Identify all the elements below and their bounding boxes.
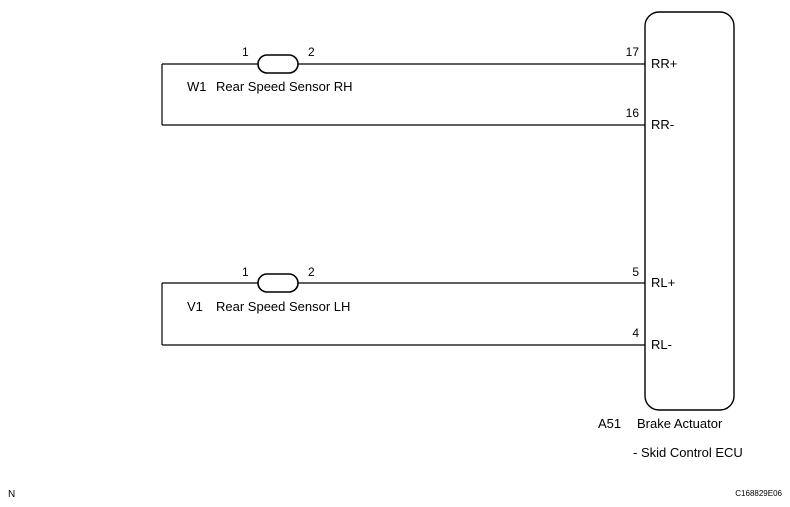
ecu-signal-rr-plus: RR+ bbox=[651, 56, 677, 71]
footer-left-mark: N bbox=[8, 489, 15, 500]
sensor-rh-code: W1 bbox=[187, 79, 207, 94]
ecu-signal-rr-minus: RR- bbox=[651, 117, 674, 132]
sensor-lh-connector bbox=[257, 273, 299, 293]
ecu-pin-rl-minus: 4 bbox=[632, 326, 639, 340]
circuit-lh: 1 2 V1 Rear Speed Sensor LH 5 RL+ 4 RL- bbox=[161, 265, 675, 352]
sensor-rh-pin-1: 1 bbox=[242, 45, 249, 59]
sensor-rh-connector bbox=[257, 54, 299, 74]
circuit-rh: 1 2 W1 Rear Speed Sensor RH 17 RR+ 16 RR… bbox=[161, 45, 677, 132]
sensor-lh-pin-1: 1 bbox=[242, 265, 249, 279]
sensor-lh-pin-2: 2 bbox=[308, 265, 315, 279]
ecu-signal-rl-minus: RL- bbox=[651, 337, 672, 352]
ecu-code: A51 bbox=[598, 416, 621, 431]
sensor-lh-name: Rear Speed Sensor LH bbox=[216, 299, 350, 314]
sensor-rh-pin-2: 2 bbox=[308, 45, 315, 59]
ecu-pin-rr-minus: 16 bbox=[626, 106, 640, 120]
figure-id: C168829E06 bbox=[735, 489, 782, 498]
ecu-box bbox=[644, 11, 735, 411]
ecu-subtitle: - Skid Control ECU bbox=[633, 445, 743, 460]
ecu-name: Brake Actuator bbox=[637, 416, 723, 431]
sensor-lh-code: V1 bbox=[187, 299, 203, 314]
ecu-pin-rl-plus: 5 bbox=[632, 265, 639, 279]
ecu-signal-rl-plus: RL+ bbox=[651, 275, 675, 290]
sensor-rh-name: Rear Speed Sensor RH bbox=[216, 79, 353, 94]
ecu-pin-rr-plus: 17 bbox=[626, 45, 640, 59]
